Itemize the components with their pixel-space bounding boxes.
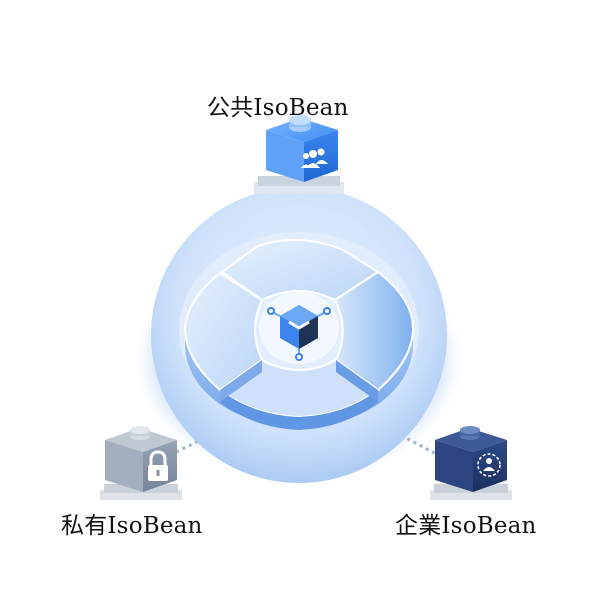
person-target-icon: [477, 453, 501, 477]
lock-icon: [148, 450, 168, 481]
private-isobean-label: 私有IsoBean: [61, 513, 203, 539]
users-icon: [301, 148, 328, 168]
hub-quadrant-top: [220, 238, 380, 302]
private-isobean-block[interactable]: [100, 426, 182, 500]
enterprise-isobean-label: 企業IsoBean: [395, 513, 537, 539]
hub-quadrant-bottom: [218, 358, 380, 419]
connector-private: [169, 431, 216, 457]
public-isobean-label: 公共IsoBean: [207, 95, 349, 121]
hub-quadrant-left: [183, 271, 264, 392]
hub-quadrant-bottom-wall: [220, 390, 378, 430]
cube-logo-icon: [267, 305, 331, 361]
central-hub: [149, 187, 449, 483]
hub-quadrant-right: [333, 270, 415, 392]
public-isobean-block[interactable]: [254, 115, 344, 194]
enterprise-isobean-block[interactable]: [430, 426, 512, 500]
